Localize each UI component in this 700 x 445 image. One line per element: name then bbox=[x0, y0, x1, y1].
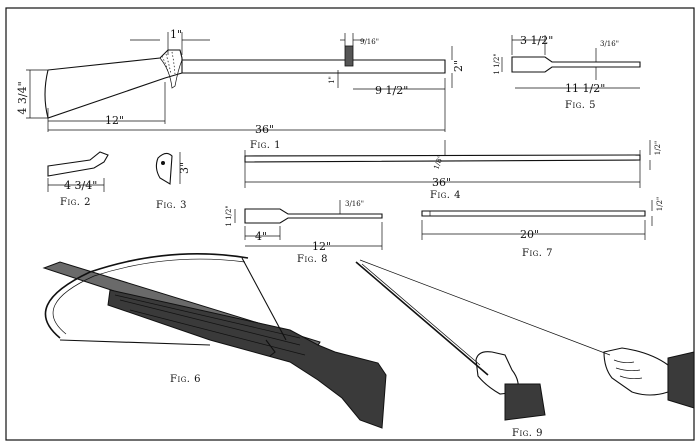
fig1-dim-butt-height: 4 3/4" bbox=[16, 81, 29, 114]
fig3-dim-height: 3" bbox=[178, 162, 191, 174]
fig4-dim-end: 1/2" bbox=[654, 141, 662, 156]
fig7-dim-end: 1/2" bbox=[656, 197, 664, 212]
fig1-dim-slot-depth: 1" bbox=[328, 76, 336, 84]
fig4-caption: Fig. 4 bbox=[430, 190, 461, 201]
fig1-dim-overall: 36" bbox=[255, 123, 274, 136]
fig8-dim-head: 4" bbox=[255, 230, 267, 243]
fig5-drawing bbox=[501, 35, 641, 89]
fig8-caption: Fig. 8 bbox=[297, 254, 328, 265]
fig5-dim-head-width: 1 1/2" bbox=[493, 53, 501, 74]
fig5-dim-shaft-width: 3/16" bbox=[600, 40, 619, 48]
fig8-drawing bbox=[234, 200, 383, 250]
fig7-caption: Fig. 7 bbox=[522, 248, 553, 259]
fig3-drawing bbox=[155, 152, 181, 185]
fig5-dim-head: 3 1/2" bbox=[520, 34, 553, 47]
fig1-stock-drawing bbox=[26, 32, 453, 132]
fig2-dim-length: 4 3/4" bbox=[64, 179, 97, 192]
fig8-dim-head-width: 1 1/2" bbox=[225, 205, 233, 226]
fig3-caption: Fig. 3 bbox=[156, 200, 187, 211]
fig8-dim-overall: 12" bbox=[312, 240, 331, 253]
fig4-dim-depth: 1/8" bbox=[432, 154, 444, 170]
fig7-dim-length: 20" bbox=[520, 228, 539, 241]
fig2-drawing bbox=[47, 151, 109, 192]
fig9-caption: Fig. 9 bbox=[512, 428, 543, 439]
fig9-hands-drawing bbox=[355, 259, 695, 421]
fig1-dim-slot-length: 9 1/2" bbox=[375, 84, 408, 97]
fig4-drawing bbox=[244, 140, 651, 188]
fig1-dim-grip-width: 1" bbox=[170, 28, 182, 41]
fig8-dim-shaft-width: 3/16" bbox=[345, 200, 364, 208]
fig5-caption: Fig. 5 bbox=[565, 100, 596, 111]
fig1-caption: Fig. 1 bbox=[250, 140, 281, 151]
fig6-crossbow-drawing bbox=[42, 252, 387, 429]
fig1-dim-bar-height: 2" bbox=[452, 60, 465, 72]
fig7-drawing bbox=[421, 200, 653, 240]
fig6-caption: Fig. 6 bbox=[170, 374, 201, 385]
fig2-caption: Fig. 2 bbox=[60, 197, 91, 208]
fig5-dim-shaft: 11 1/2" bbox=[565, 82, 605, 95]
fig4-dim-length: 36" bbox=[432, 176, 451, 189]
fig1-dim-slot-width: 9/16" bbox=[360, 38, 379, 46]
fig1-dim-stock-length: 12" bbox=[105, 114, 124, 127]
plate-border bbox=[5, 7, 695, 441]
